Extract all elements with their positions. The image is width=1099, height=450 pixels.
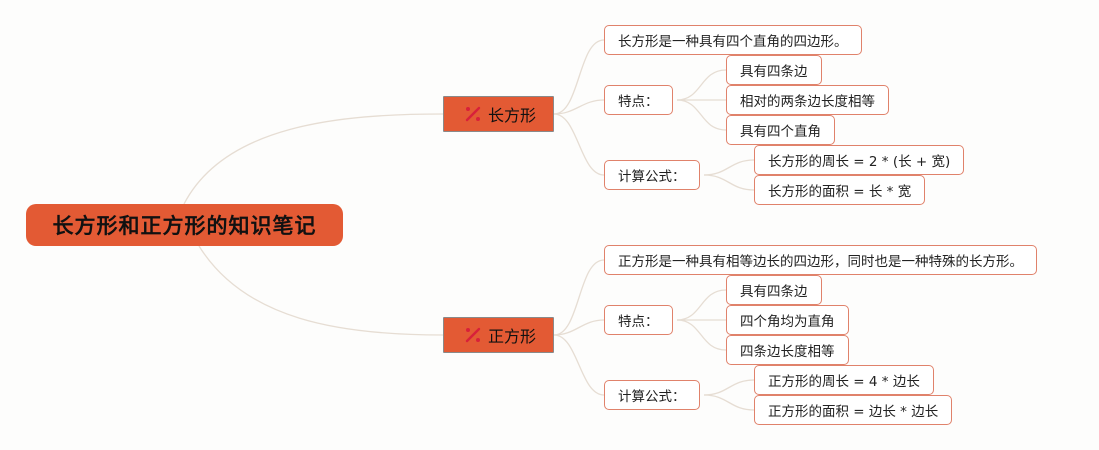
branch-square[interactable]: 正方形 — [443, 317, 554, 353]
formulas-node[interactable]: 计算公式： — [604, 380, 700, 410]
features-node[interactable]: 特点： — [604, 85, 673, 115]
feature-item[interactable]: 相对的两条边长度相等 — [726, 85, 889, 115]
formula-item[interactable]: 长方形的面积 = 长 * 宽 — [754, 175, 926, 205]
root-topic[interactable]: 长方形和正方形的知识笔记 — [26, 204, 343, 246]
formula-item[interactable]: 长方形的周长 = 2 * (长 + 宽) — [754, 145, 965, 175]
feature-item[interactable]: 四个角均为直角 — [726, 305, 849, 335]
features-node[interactable]: 特点： — [604, 305, 673, 335]
tool-icon — [465, 106, 481, 122]
branch-label: 正方形 — [488, 327, 537, 346]
definition-node[interactable]: 长方形是一种具有四个直角的四边形。 — [604, 25, 862, 55]
definition-node[interactable]: 正方形是一种具有相等边长的四边形，同时也是一种特殊的长方形。 — [604, 245, 1037, 275]
formula-item[interactable]: 正方形的周长 = 4 * 边长 — [754, 365, 934, 395]
tool-icon — [465, 327, 481, 343]
formulas-node[interactable]: 计算公式： — [604, 160, 700, 190]
feature-item[interactable]: 具有四条边 — [726, 275, 822, 305]
feature-item[interactable]: 具有四个直角 — [726, 115, 835, 145]
feature-item[interactable]: 具有四条边 — [726, 55, 822, 85]
feature-item[interactable]: 四条边长度相等 — [726, 335, 849, 365]
branch-rectangle[interactable]: 长方形 — [443, 96, 554, 132]
branch-label: 长方形 — [488, 106, 537, 125]
formula-item[interactable]: 正方形的面积 = 边长 * 边长 — [754, 395, 953, 425]
